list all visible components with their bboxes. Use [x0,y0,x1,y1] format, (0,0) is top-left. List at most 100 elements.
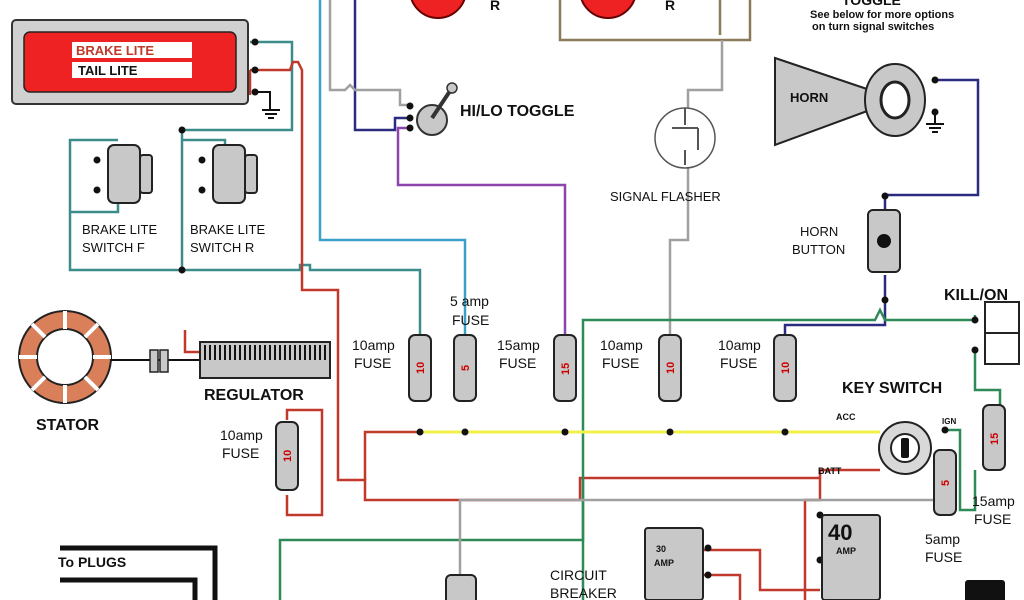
fuse-5-value: 10 [780,362,792,374]
wire-black-ground [255,91,271,110]
fuse-1-rating: 10amp [352,337,395,353]
r-left-label: R [490,0,500,13]
fuse-6-rating: 10amp [220,427,263,443]
fuse-6-word: FUSE [222,445,259,461]
fuse-8-rating: 15amp [972,493,1015,509]
horn-button-line1: HORN [800,224,838,239]
r-right-label: R [665,0,675,13]
brake-switch-f: BRAKE LITE SWITCH F [82,144,157,255]
to-plugs-label: To PLUGS [58,554,126,570]
ground-icon [262,109,280,119]
horn-button-line2: BUTTON [792,242,845,257]
breaker-40-amp: AMP [836,546,856,556]
toggle-note: TOGGLE See below for more options on tur… [810,0,954,33]
toggle-note-line1: See below for more options [810,9,954,21]
fuse-7-value: 5 [940,480,952,486]
circuit-breaker-30: 30 AMP CIRCUIT BREAKER [550,527,704,600]
wire-red-batt [818,468,880,478]
wire-navy-fuse5 [783,275,887,335]
fuse-7-word: FUSE [925,549,962,565]
toggle-title: TOGGLE [842,0,901,8]
key-switch: KEY SWITCH ACC IGN BATT [818,380,956,476]
wire-green-ign [945,428,977,512]
batt-label: BATT [818,466,842,476]
wire-red-taillight [250,60,822,600]
breaker-40-value: 40 [828,520,852,545]
wire-teal-lower [182,263,422,335]
regulator: REGULATOR [199,341,331,404]
fuse-1: 10amp FUSE 10 [352,334,432,402]
circuit-breaker-40: 40 AMP [821,514,881,600]
wire-gray-flasher [686,40,724,110]
tail-lite-label: TAIL LITE [78,63,138,78]
brake-switch-f-line1: BRAKE LITE [82,222,157,237]
horn-label: HORN [790,90,828,105]
fuse-8-word: FUSE [974,511,1011,527]
acc-label: ACC [836,412,856,422]
wire-purple-hilo [396,126,567,335]
bottom-component [445,574,1005,600]
fuse-3: 15amp FUSE 15 [497,334,577,402]
fuse-1-value: 10 [415,362,427,374]
fuse-5: 10amp FUSE 10 [718,334,797,402]
signal-flasher-label: SIGNAL FLASHER [610,189,721,204]
brake-switch-f-line2: SWITCH F [82,240,145,255]
wire-red-fuse-left [285,408,324,517]
horn-ground-icon [926,112,944,133]
breaker-30-amp: AMP [654,558,674,568]
hi-lo-toggle: HI/LO TOGGLE [406,82,575,136]
wire-red-breaker2 [700,573,742,600]
stator-connector [111,349,200,373]
fuse-2-word: FUSE [452,312,489,328]
fuse-6-value: 10 [282,450,294,462]
fuse-1-word: FUSE [354,355,391,371]
fuse-2-rating: 5 amp [450,293,489,309]
fuse-4-rating: 10amp [600,337,643,353]
wire-black-plugs-2 [60,577,198,600]
fuse-4-value: 10 [665,362,677,374]
fuse-8-value: 15 [989,433,1001,445]
brake-switch-r-line2: SWITCH R [190,240,254,255]
wire-green-low [278,478,585,600]
toggle-note-line2: on turn signal switches [812,21,934,33]
wire-brown-top [558,0,752,42]
tail-light: BRAKE LITE TAIL LITE [11,19,280,119]
brake-switch-r: BRAKE LITE SWITCH R [190,144,265,255]
horn-button: HORN BUTTON [792,209,901,273]
wire-black-plugs-1 [60,545,218,600]
fuse-6: 10amp FUSE 10 [220,421,299,491]
fuse-7: 5 5amp FUSE [925,449,962,565]
fuse-3-word: FUSE [499,355,536,371]
fuse-5-rating: 10amp [718,337,761,353]
wire-gray-flasher-down [668,165,690,335]
wire-red-main [363,430,420,480]
turn-lamps-top: R R [410,0,675,19]
fuse-3-value: 15 [560,363,572,375]
fuse-2-value: 5 [460,365,472,371]
wire-blue-fuse2 [318,0,467,335]
stator-label: STATOR [36,417,100,434]
wire-red-regulator [183,330,200,354]
circuit-breaker-line1: CIRCUIT [550,567,607,583]
horn: HORN [774,56,944,147]
brake-switch-r-line1: BRAKE LITE [190,222,265,237]
signal-flasher: SIGNAL FLASHER [610,107,721,204]
fuse-2: 5 amp FUSE 5 [450,293,489,402]
wire-gray-toggle [328,0,410,107]
stator: STATOR [18,310,112,434]
wire-navy-toggle [353,0,408,132]
hi-lo-toggle-label: HI/LO TOGGLE [460,103,575,120]
regulator-label: REGULATOR [204,387,304,404]
fuse-7-rating: 5amp [925,531,960,547]
junction-dots [178,126,979,579]
key-switch-label: KEY SWITCH [842,380,942,397]
wire-green-kill2 [973,350,1002,405]
fuse-4: 10amp FUSE 10 [600,334,682,402]
fuse-5-word: FUSE [720,355,757,371]
wire-teal-taillight [68,40,294,272]
wire-red-breaker [700,548,820,592]
breaker-30-value: 30 [656,544,666,554]
wire-navy-horn [883,78,980,210]
fuse-8: 15 15amp FUSE [972,404,1015,527]
